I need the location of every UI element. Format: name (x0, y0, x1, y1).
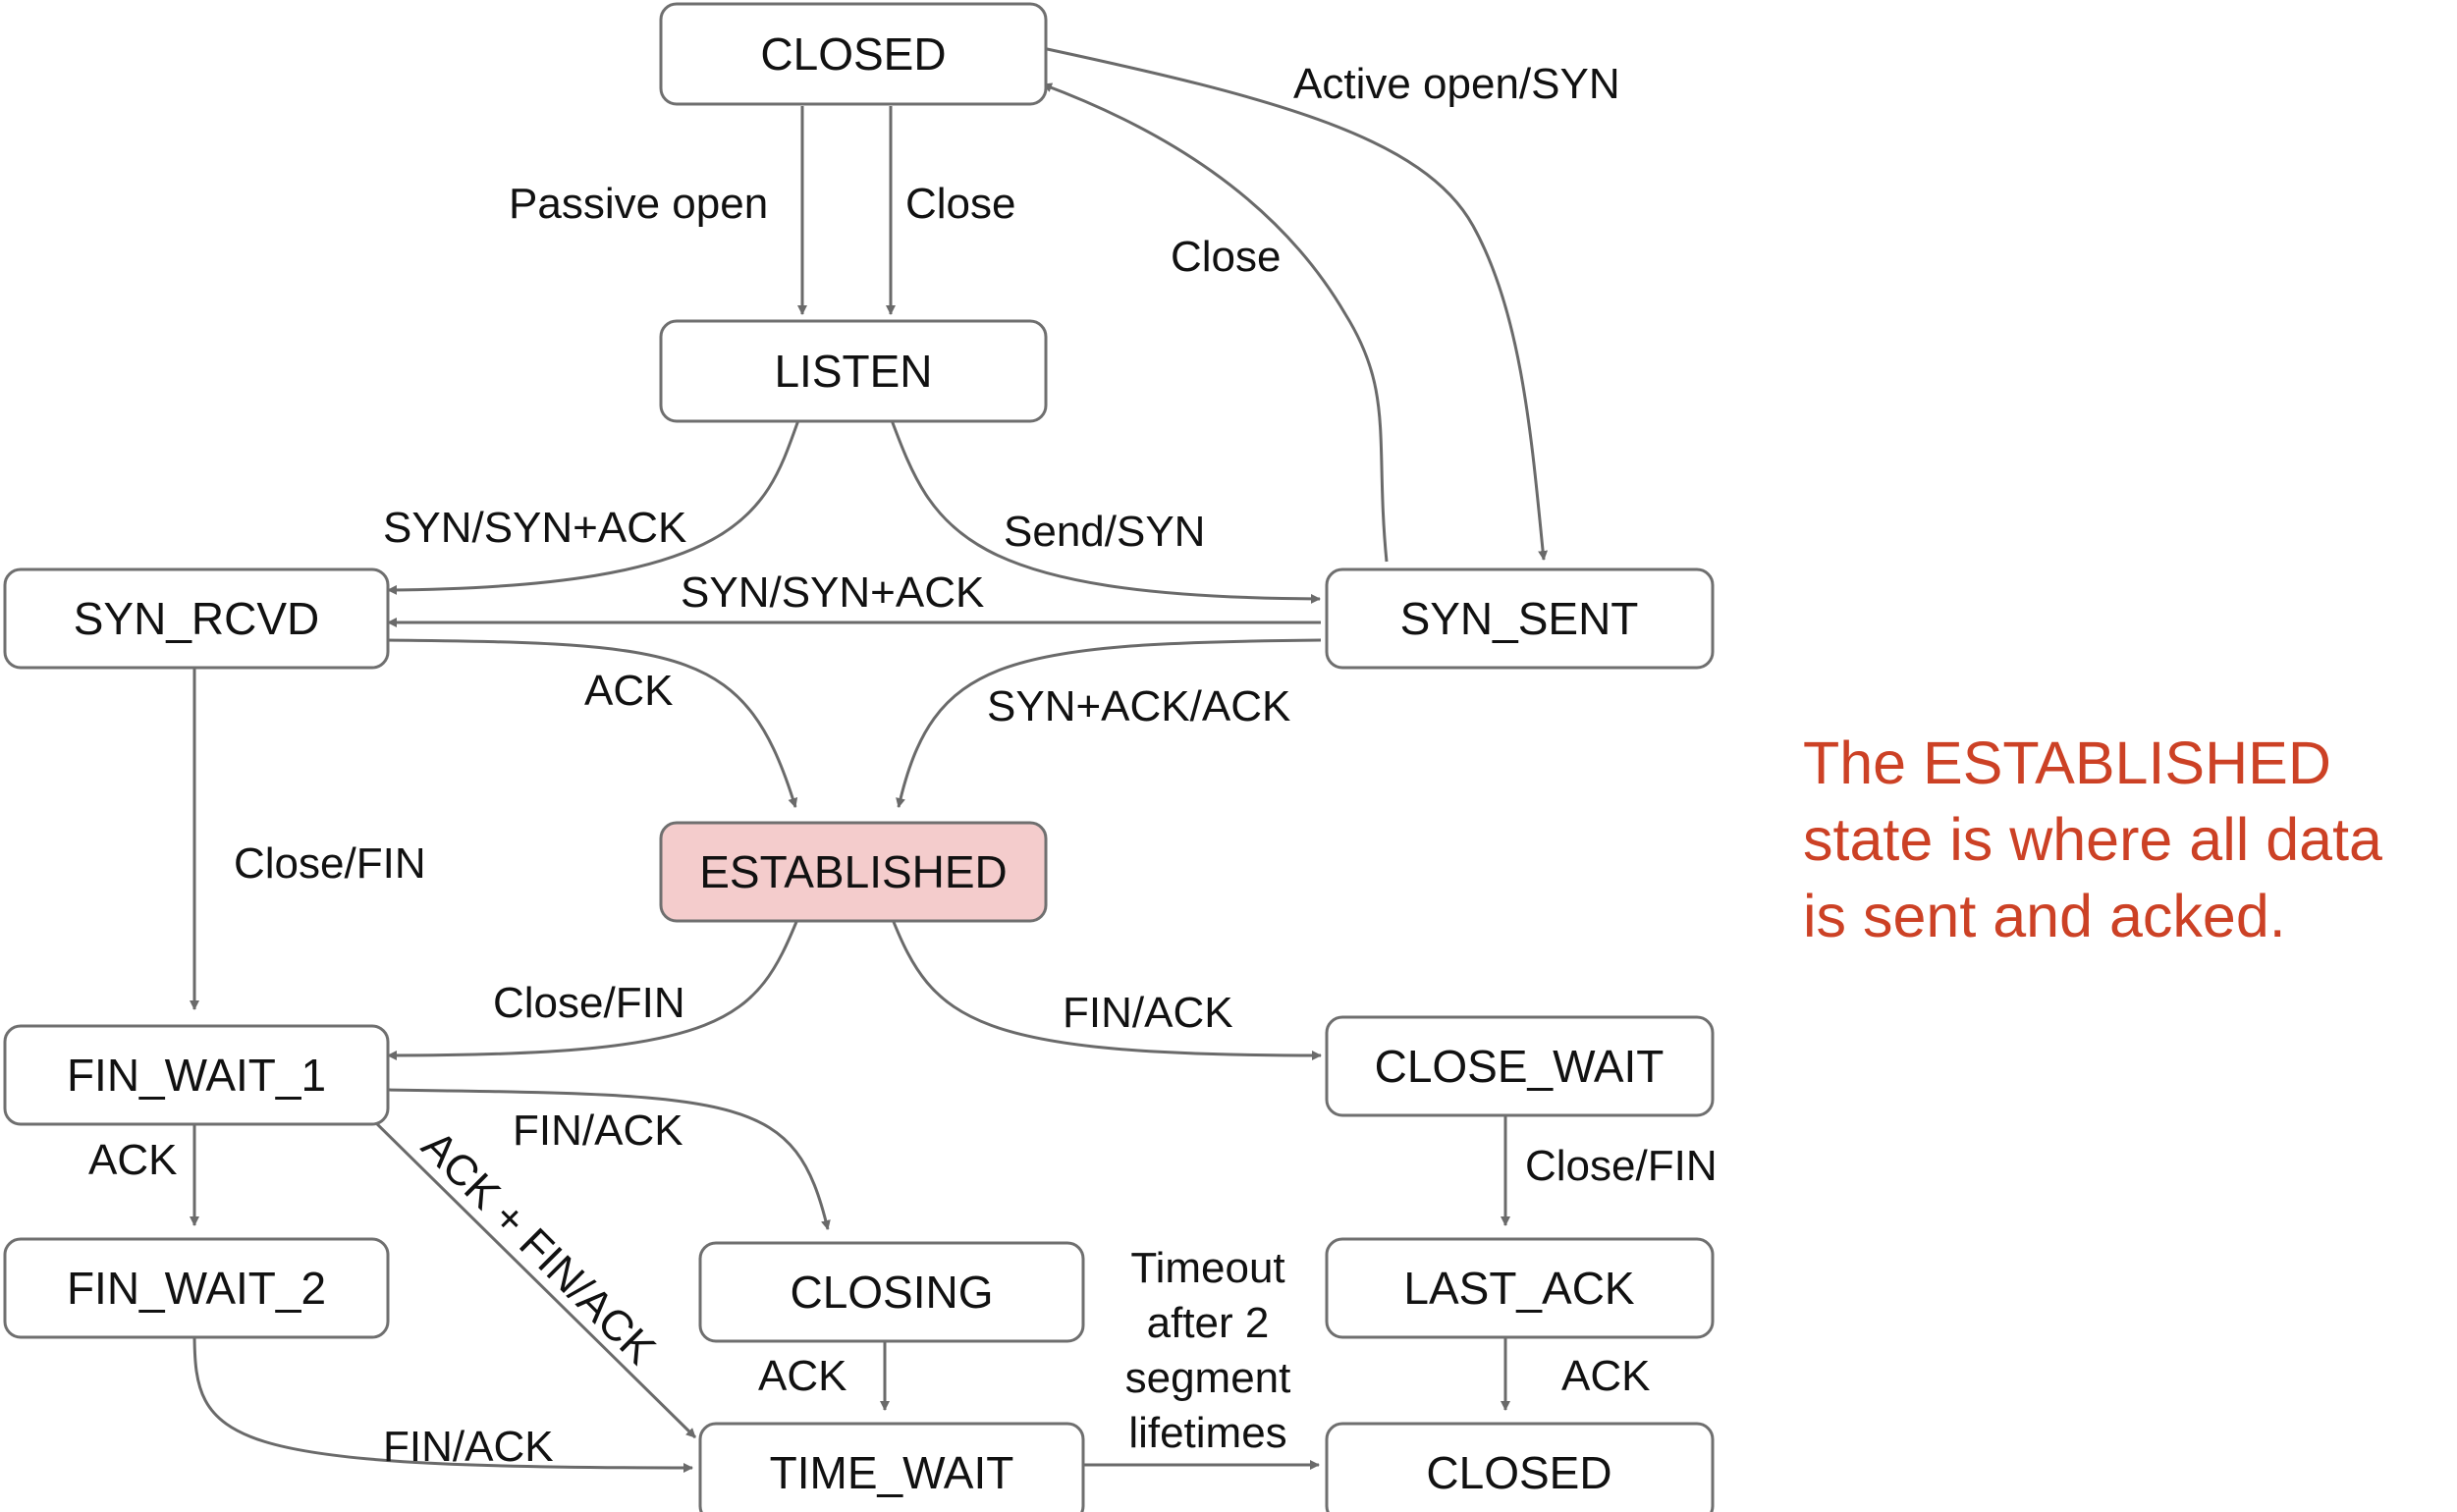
label-finwait2-timewait: FIN/ACK (383, 1423, 554, 1471)
state-listen-label: LISTEN (774, 346, 932, 397)
state-last-ack: LAST_ACK (1325, 1237, 1715, 1339)
state-closed-top-label: CLOSED (760, 28, 946, 80)
state-fin-wait-1: FIN_WAIT_1 (3, 1024, 390, 1126)
label-timeout-line1: Timeout (1130, 1244, 1284, 1292)
edge-established-finwait1 (387, 916, 800, 1060)
label-synsent-established: SYN+ACK/ACK (987, 682, 1290, 730)
edge-finwait2-timewait (192, 1331, 693, 1473)
state-established: ESTABLISHED (659, 821, 1048, 923)
label-synsent-synrcvd: SYN/SYN+ACK (681, 568, 984, 617)
established-note: The ESTABLISHED state is where all data … (1803, 729, 2382, 949)
label-timeout-line4: lifetimes (1128, 1409, 1286, 1457)
label-synrcvd-established: ACK (584, 667, 673, 715)
label-finwait1-finwait2: ACK (88, 1136, 177, 1184)
edge-finwait1-timewait (366, 1113, 697, 1439)
label-closing-timewait: ACK (758, 1352, 846, 1400)
state-time-wait-label: TIME_WAIT (770, 1447, 1014, 1498)
state-closed-bottom-label: CLOSED (1426, 1447, 1611, 1498)
label-finwait1-timewait: ACK + FIN/ACK (412, 1121, 665, 1374)
edge-synsent-close (1042, 82, 1389, 563)
state-close-wait-label: CLOSE_WAIT (1375, 1041, 1665, 1092)
label-listen-synsent: Send/SYN (1004, 508, 1205, 556)
label-synrcvd-finwait1: Close/FIN (234, 839, 426, 888)
label-finwait1-closing: FIN/ACK (513, 1107, 683, 1155)
edge-synsent-established (896, 638, 1322, 808)
label-synsent-close: Close (1171, 233, 1282, 281)
states: CLOSED LISTEN SYN_RCVD SYN_SENT ESTABLIS… (3, 2, 1715, 1512)
state-time-wait: TIME_WAIT (698, 1422, 1085, 1512)
edge-synrcvd-established (385, 638, 798, 808)
state-last-ack-label: LAST_ACK (1403, 1263, 1635, 1314)
edge-listen-synsent (890, 419, 1321, 604)
edge-listen-synrcvd (387, 419, 800, 595)
label-timeout-line2: after 2 (1147, 1299, 1270, 1347)
edge-finwait1-closing (385, 1088, 831, 1230)
label-close-listen: Close (905, 180, 1016, 228)
label-established-finwait1: Close/FIN (493, 979, 685, 1027)
state-close-wait: CLOSE_WAIT (1325, 1015, 1715, 1117)
label-passive-open: Passive open (509, 180, 768, 228)
state-closing-label: CLOSING (790, 1267, 993, 1318)
state-listen: LISTEN (659, 319, 1048, 423)
state-syn-rcvd: SYN_RCVD (3, 567, 390, 670)
label-timeout-line3: segment (1125, 1354, 1291, 1402)
state-fin-wait-1-label: FIN_WAIT_1 (67, 1050, 326, 1101)
state-fin-wait-2-label: FIN_WAIT_2 (67, 1263, 326, 1314)
state-closed-top: CLOSED (659, 2, 1048, 106)
label-established-closewait: FIN/ACK (1063, 989, 1233, 1037)
state-syn-sent-label: SYN_SENT (1400, 593, 1639, 644)
state-closing: CLOSING (698, 1241, 1085, 1343)
state-syn-rcvd-label: SYN_RCVD (74, 593, 320, 644)
label-active-open: Active open/SYN (1293, 60, 1620, 108)
label-timeout: Timeout after 2 segment lifetimes (1125, 1244, 1291, 1457)
state-closed-bottom: CLOSED (1325, 1422, 1715, 1512)
state-established-label: ESTABLISHED (699, 846, 1008, 897)
label-closewait-lastack: Close/FIN (1525, 1142, 1718, 1190)
state-syn-sent: SYN_SENT (1325, 567, 1715, 670)
transitions (190, 45, 1549, 1473)
edge-active-open (1037, 45, 1549, 561)
label-lastack-closed: ACK (1561, 1352, 1650, 1400)
label-listen-synrcvd: SYN/SYN+ACK (383, 504, 686, 552)
edge-established-closewait (890, 916, 1322, 1060)
state-fin-wait-2: FIN_WAIT_2 (3, 1237, 390, 1339)
